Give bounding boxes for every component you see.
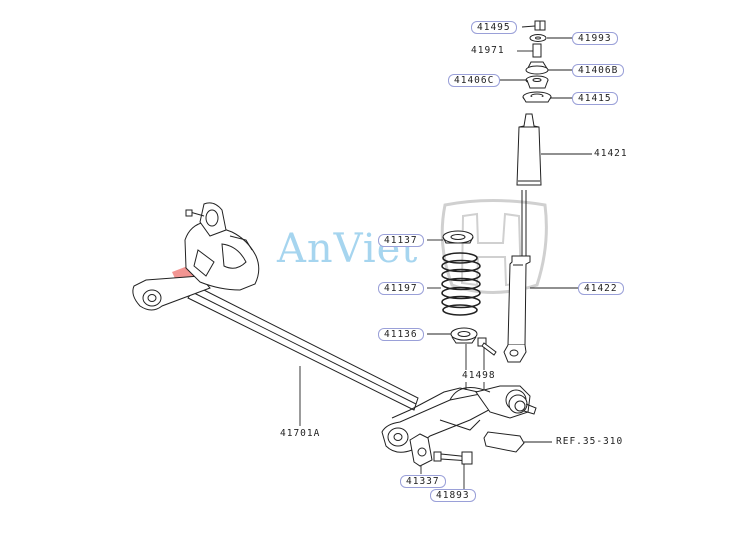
part-label-41337[interactable]: 41337 bbox=[400, 475, 446, 488]
bolt-41893 bbox=[433, 451, 473, 465]
reference-arrow bbox=[483, 431, 525, 453]
rear-axle-beam-41701A bbox=[132, 202, 537, 453]
bushing-41406C bbox=[525, 75, 549, 89]
nut-41495 bbox=[534, 20, 546, 31]
lower-spring-seat-41136 bbox=[450, 327, 478, 344]
part-label-41701A[interactable]: 41701A bbox=[278, 428, 323, 439]
part-label-41893[interactable]: 41893 bbox=[430, 489, 476, 502]
part-label-41971[interactable]: 41971 bbox=[469, 45, 507, 56]
part-label-41422[interactable]: 41422 bbox=[578, 282, 624, 295]
part-label-41197[interactable]: 41197 bbox=[378, 282, 424, 295]
part-label-41993[interactable]: 41993 bbox=[572, 32, 618, 45]
coil-spring-41197 bbox=[441, 252, 481, 316]
part-label-41415[interactable]: 41415 bbox=[572, 92, 618, 105]
part-label-41495[interactable]: 41495 bbox=[471, 21, 517, 34]
part-label-41498[interactable]: 41498 bbox=[460, 370, 498, 381]
ref-label[interactable]: REF.35-310 bbox=[554, 436, 626, 447]
brand-watermark-text: AnViet bbox=[277, 226, 419, 272]
bracket-41337 bbox=[409, 433, 433, 467]
collar-41971 bbox=[532, 43, 542, 58]
part-label-41421[interactable]: 41421 bbox=[592, 148, 630, 159]
leader-lines bbox=[299, 25, 592, 495]
part-label-41137[interactable]: 41137 bbox=[378, 234, 424, 247]
upper-spring-seat-41137 bbox=[442, 230, 474, 244]
dust-boot-41421 bbox=[516, 113, 542, 186]
part-label-41406B[interactable]: 41406B bbox=[572, 64, 625, 77]
bushing-41406B bbox=[525, 61, 549, 75]
part-label-41136[interactable]: 41136 bbox=[378, 328, 424, 341]
washer-41993 bbox=[529, 34, 547, 42]
bracket-41415 bbox=[522, 91, 552, 103]
part-label-41406C[interactable]: 41406C bbox=[448, 74, 501, 87]
shock-absorber-41422 bbox=[503, 190, 531, 363]
bolt-41498 bbox=[477, 337, 497, 356]
